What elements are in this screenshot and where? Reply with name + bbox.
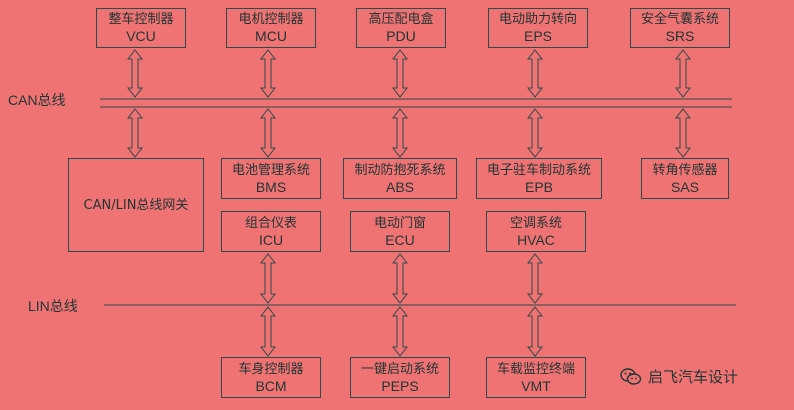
hvac-name: 空调系统 <box>509 215 562 231</box>
peps-code: PEPS <box>381 377 419 394</box>
bcm-name: 车身控制器 <box>238 361 304 377</box>
mcu-name: 电机控制器 <box>238 12 304 27</box>
epb-name: 电子驻车制动系统 <box>486 162 591 178</box>
peps-lin-arrow <box>391 306 409 357</box>
vcu-can-arrow <box>126 49 144 98</box>
bcm-lin-arrow <box>259 306 277 357</box>
bms-name: 电池管理系统 <box>231 162 310 178</box>
srs-code: SRS <box>665 28 695 44</box>
vcu-node: 整车控制器 VCU <box>96 8 186 48</box>
pdu-name: 高压配电盒 <box>368 12 434 27</box>
mcu-code: MCU <box>255 28 287 44</box>
gateway-can-arrow <box>126 108 144 158</box>
epb-node: 电子驻车制动系统 EPB <box>476 158 602 199</box>
abs-code: ABS <box>385 178 414 195</box>
bms-can-arrow <box>259 108 277 158</box>
gateway-label: CAN/LIN总线网关 <box>83 197 189 213</box>
epb-code: EPB <box>524 178 553 195</box>
sas-code: SAS <box>670 178 699 195</box>
ecu-name: 电动门窗 <box>373 215 426 231</box>
vcu-name: 整车控制器 <box>108 12 174 27</box>
vcu-code: VCU <box>126 28 156 44</box>
srs-can-arrow <box>674 49 692 98</box>
sas-node: 转角传感器 SAS <box>641 158 729 199</box>
eps-name: 电动助力转向 <box>498 12 577 27</box>
ecu-lin-arrow <box>391 253 409 304</box>
abs-can-arrow <box>391 108 409 158</box>
icu-code: ICU <box>258 231 284 248</box>
vmt-node: 车载监控终端 VMT <box>486 357 586 398</box>
eps-code: EPS <box>523 28 552 44</box>
peps-node: 一键启动系统 PEPS <box>350 357 450 398</box>
mcu-can-arrow <box>259 49 277 98</box>
icu-lin-arrow <box>259 253 277 304</box>
vmt-code: VMT <box>521 377 551 394</box>
vmt-lin-arrow <box>526 306 544 357</box>
abs-node: 制动防抱死系统 ABS <box>343 158 457 199</box>
srs-node: 安全气囊系统 SRS <box>630 8 730 48</box>
lin-bus-label: LIN总线 <box>28 298 78 314</box>
bcm-node: 车身控制器 BCM <box>221 357 321 398</box>
can-bus-label: CAN总线 <box>8 92 66 108</box>
eps-can-arrow <box>526 49 544 98</box>
mcu-node: 电机控制器 MCU <box>226 8 316 48</box>
epb-can-arrow <box>526 108 544 158</box>
icu-name: 组合仪表 <box>244 215 297 231</box>
hvac-code: HVAC <box>517 231 555 248</box>
eps-node: 电动助力转向 EPS <box>488 8 588 48</box>
hvac-lin-arrow <box>526 253 544 304</box>
bcm-code: BCM <box>255 377 287 394</box>
abs-name: 制动防抱死系统 <box>354 162 446 178</box>
peps-name: 一键启动系统 <box>360 361 439 377</box>
watermark-text: 启飞汽车设计 <box>648 368 739 386</box>
wechat-icon <box>620 367 642 385</box>
vmt-name: 车载监控终端 <box>496 361 575 377</box>
pdu-can-arrow <box>391 49 409 98</box>
ecu-node: 电动门窗 ECU <box>350 211 450 252</box>
icu-node: 组合仪表 ICU <box>221 211 321 252</box>
hvac-node: 空调系统 HVAC <box>486 211 586 252</box>
pdu-code: PDU <box>386 28 416 44</box>
ecu-code: ECU <box>385 231 415 248</box>
can-lin-gateway: CAN/LIN总线网关 <box>68 158 204 252</box>
pdu-node: 高压配电盒 PDU <box>356 8 446 48</box>
sas-can-arrow <box>674 108 692 158</box>
sas-name: 转角传感器 <box>652 162 718 178</box>
srs-name: 安全气囊系统 <box>640 12 719 27</box>
bms-node: 电池管理系统 BMS <box>221 158 321 199</box>
bms-code: BMS <box>255 178 287 195</box>
watermark: 启飞汽车设计 <box>620 366 738 387</box>
